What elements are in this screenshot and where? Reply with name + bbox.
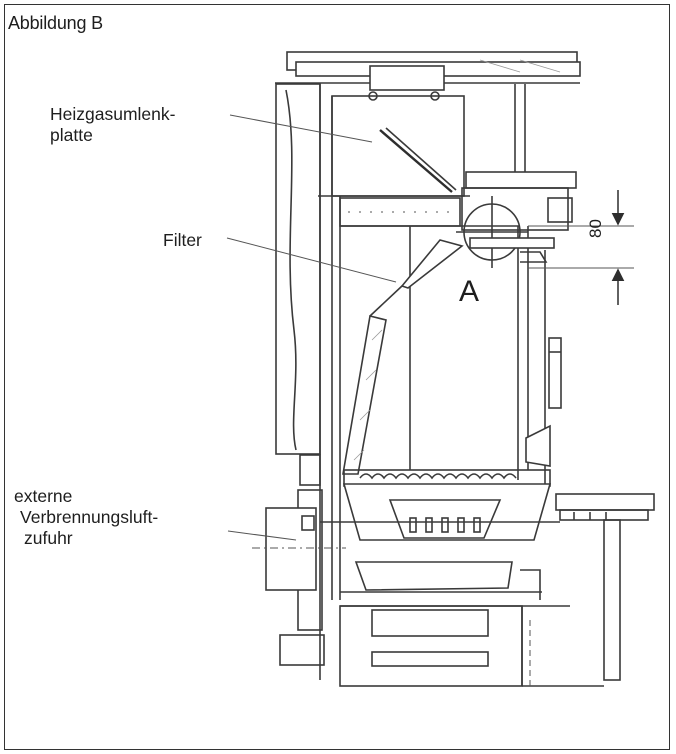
detail-marker-a: A — [459, 275, 480, 308]
dimension-label: 80 — [586, 219, 605, 238]
outer-cladding-left — [275, 83, 325, 680]
dimension-80 — [528, 190, 634, 305]
filter-element — [342, 239, 464, 475]
detail-a-circle — [456, 196, 555, 268]
leader-lines — [226, 114, 397, 541]
label-extern-line2: Verbrennungsluft- — [20, 507, 159, 527]
ash-pan — [340, 561, 570, 607]
label-extern-line1: externe — [14, 486, 73, 506]
top-cover — [275, 51, 581, 101]
label-heizgasumlenkplatte: Heizgasumlenk- platte — [50, 104, 175, 146]
label-heizgas-line2: platte — [50, 125, 93, 145]
label-heizgas-line1: Heizgasumlenk- — [50, 104, 176, 124]
door-handle — [525, 337, 562, 467]
fire-grate — [320, 469, 560, 541]
label-filter: Filter — [163, 230, 202, 250]
baffle-plate — [379, 127, 457, 193]
figure-title: Abbildung B — [8, 13, 103, 33]
lower-door — [555, 493, 655, 681]
label-externe-verbrennungsluftzufuhr: externe Verbrennungsluft- zufuhr — [14, 486, 158, 549]
base-plinth — [339, 605, 604, 687]
label-extern-line3: zufuhr — [24, 528, 73, 548]
air-inlet-duct — [252, 507, 346, 591]
stove-body — [318, 84, 577, 600]
